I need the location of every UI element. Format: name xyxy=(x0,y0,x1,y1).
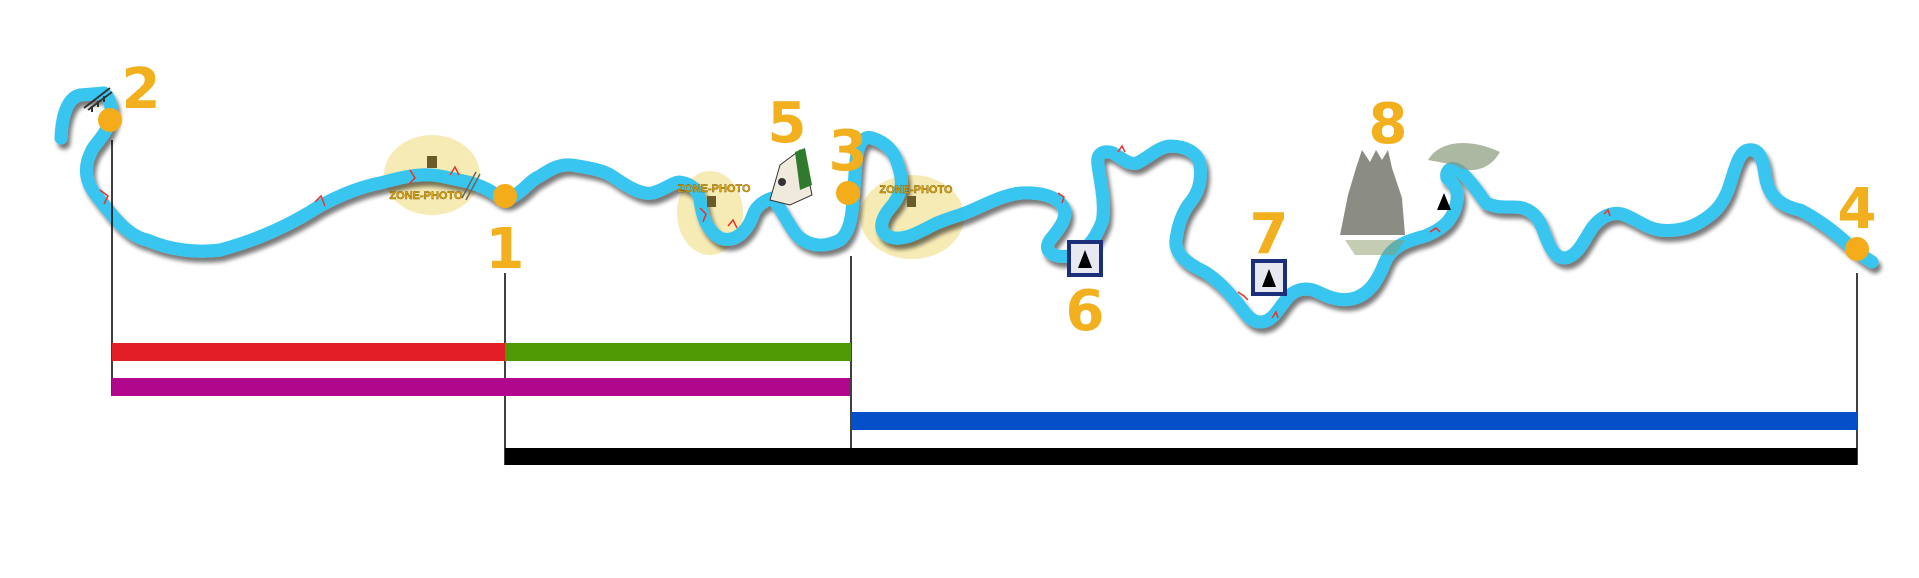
segment-bar-purple xyxy=(112,378,850,396)
bridge-icon xyxy=(83,87,113,112)
campsite-icon xyxy=(1251,259,1287,296)
photo-zone-label: ZONE-PHOTO xyxy=(879,184,953,196)
waypoint-label-3: 3 xyxy=(829,119,868,184)
campsite-icon xyxy=(1437,193,1451,210)
waypoint-label-5: 5 xyxy=(768,91,807,156)
river-path xyxy=(54,86,1879,329)
waypoint-label-4: 4 xyxy=(1838,177,1877,242)
map-icon xyxy=(769,148,813,206)
campsite-icon xyxy=(1067,240,1103,277)
waypoint-dot-3 xyxy=(836,181,860,205)
waypoint-label-7: 7 xyxy=(1250,202,1289,267)
photo-zone-label: ZONE-PHOTO xyxy=(677,183,751,195)
waypoint-dot-2 xyxy=(98,108,122,132)
camera-icon xyxy=(907,196,916,207)
camera-icon xyxy=(427,156,437,168)
segment-bar-green xyxy=(505,343,851,361)
segment-bar-blue xyxy=(851,412,1857,430)
waypoint-label-8: 8 xyxy=(1369,92,1408,157)
waypoint-label-6: 6 xyxy=(1066,279,1105,344)
segment-bar-red xyxy=(112,343,505,361)
bridge-icon xyxy=(461,171,481,201)
waypoint-dot-4 xyxy=(1845,237,1869,261)
camera-icon xyxy=(707,196,716,207)
waypoint-dot-1 xyxy=(493,184,517,208)
rapids-icon xyxy=(99,144,1611,319)
rock-formation-icon xyxy=(1340,142,1500,255)
waypoint-label-1: 1 xyxy=(486,217,525,282)
photo-zone-label: ZONE-PHOTO xyxy=(389,190,463,202)
waypoint-label-2: 2 xyxy=(122,57,161,122)
segment-bar-black xyxy=(505,448,1857,465)
